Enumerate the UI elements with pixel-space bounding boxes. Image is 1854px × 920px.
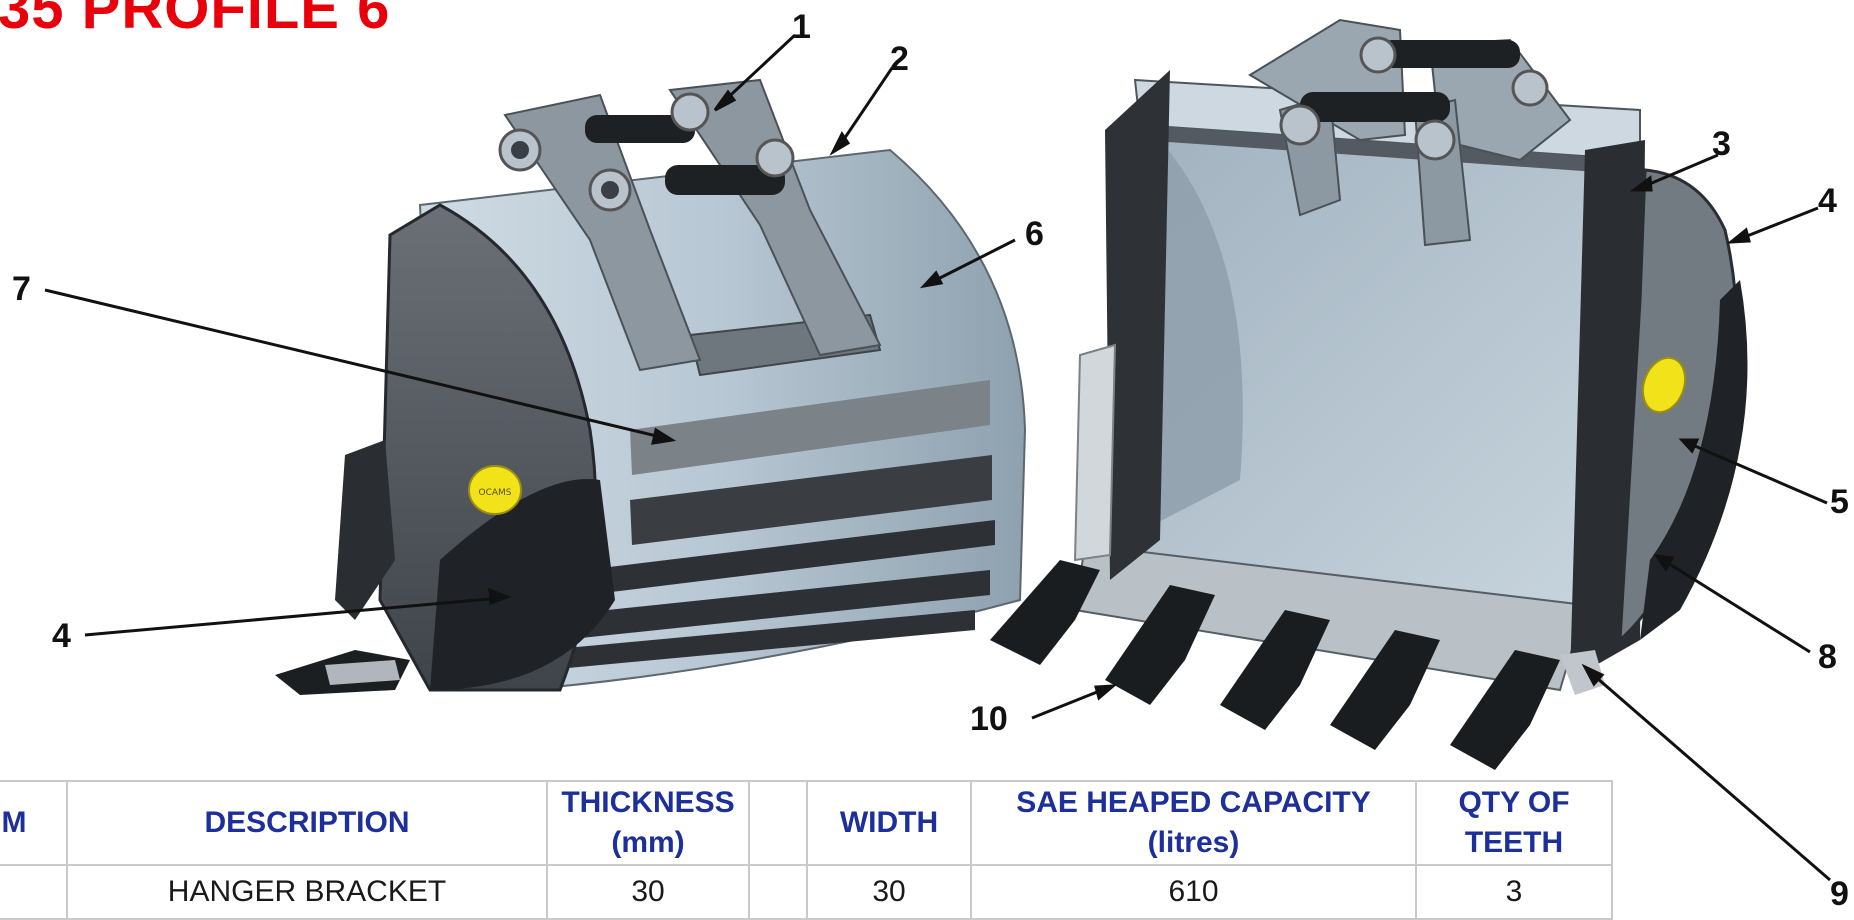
cell-item (0, 864, 68, 920)
cell-thickness: 30 (546, 864, 750, 920)
header-teeth: QTY OF TEETH (1415, 780, 1613, 866)
callout-labels: 1 2 3 4 4 5 6 7 8 9 10 (12, 8, 1849, 912)
table-header-row: M DESCRIPTION THICKNESS (mm) WIDTH SAE H… (0, 780, 1613, 866)
callout-2: 2 (890, 40, 909, 78)
cell-capacity: 610 (970, 864, 1417, 920)
right-bucket (990, 18, 1748, 770)
header-capacity: SAE HEAPED CAPACITY (litres) (970, 780, 1417, 866)
logo-mark-left: OCAMS (478, 488, 511, 498)
callout-9: 9 (1830, 875, 1849, 912)
cell-blank (748, 864, 808, 920)
callout-1: 1 (792, 8, 811, 46)
cell-description: HANGER BRACKET (66, 864, 548, 920)
header-width: WIDTH (806, 780, 972, 866)
callout-6: 6 (1025, 215, 1044, 253)
callout-8: 8 (1818, 638, 1837, 676)
header-blank (748, 780, 808, 866)
callout-7: 7 (12, 270, 31, 308)
page-title: 35 PROFILE 6 (0, 0, 391, 41)
callout-4-right: 4 (1818, 182, 1837, 220)
header-item: M (0, 780, 68, 866)
table-row: HANGER BRACKET 30 30 610 3 (0, 864, 1613, 920)
callout-4-left: 4 (52, 617, 71, 655)
header-description: DESCRIPTION (66, 780, 548, 866)
callout-leaders (44, 33, 1831, 882)
spec-table: M DESCRIPTION THICKNESS (mm) WIDTH SAE H… (0, 780, 1613, 920)
callout-10: 10 (970, 700, 1008, 738)
callout-5: 5 (1830, 483, 1849, 521)
header-thickness: THICKNESS (mm) (546, 780, 750, 866)
left-bucket: OCAMS (275, 78, 1027, 695)
callout-3: 3 (1712, 125, 1731, 163)
cell-teeth: 3 (1415, 864, 1613, 920)
cell-width: 30 (806, 864, 972, 920)
